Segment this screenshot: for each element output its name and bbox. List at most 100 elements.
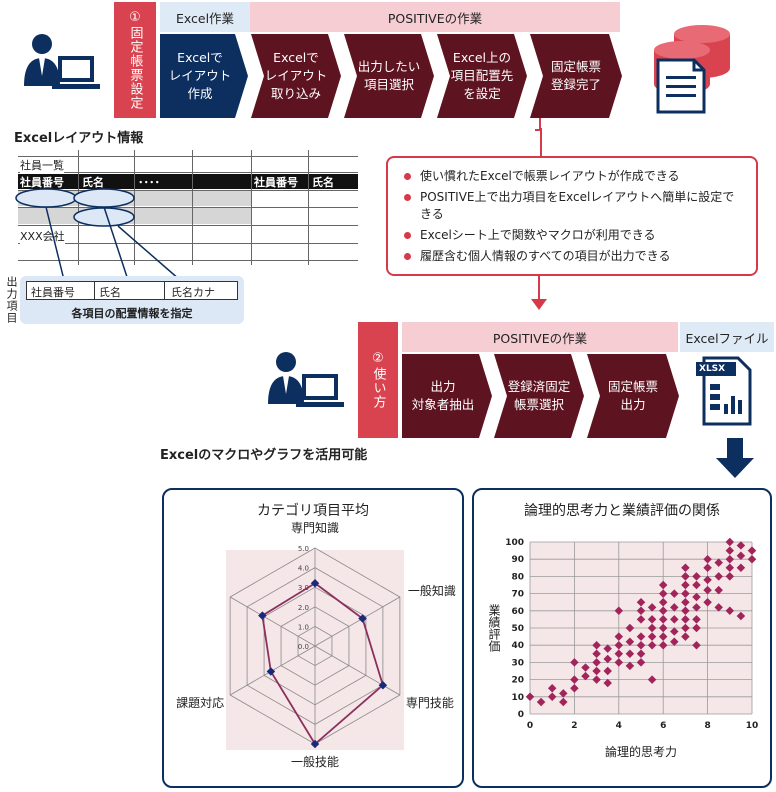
usage-step-label-box: ②使い方 [358, 322, 398, 438]
scatter-point [658, 632, 668, 641]
scatter-point [647, 640, 657, 650]
scatter-point [725, 554, 735, 564]
xlsx-label: XLSX [699, 364, 726, 374]
scatter-point [681, 572, 690, 581]
setup-step-label: ①固定帳票設定 [127, 10, 143, 110]
positive-work-header-2-label: POSITIVEの作業 [492, 330, 588, 346]
scatter-point [703, 575, 712, 585]
radar-tick-label: 0.0 [298, 643, 309, 651]
grid-header-dots: ････ [138, 176, 160, 189]
scatter-point [570, 658, 579, 667]
scatter-xtick-label: 6 [660, 721, 666, 731]
bottom-step-2-label: 登録済固定 帳票選択 [507, 379, 571, 412]
user-at-computer-icon [24, 34, 100, 89]
top-step-3: 出力したい 項目選択 [344, 34, 434, 118]
scatter-point [647, 623, 657, 633]
radar-tick-label: 5.0 [298, 545, 309, 553]
top-step-5: 固定帳票 登録完了 [530, 34, 622, 118]
top-step-4: Excel上の 項目配置先 を設定 [437, 34, 527, 118]
radar-axis-label: 課題対応 [176, 695, 224, 710]
scatter-point [603, 678, 612, 688]
radar-tick-label: 2.0 [298, 604, 309, 612]
scatter-point [581, 671, 590, 681]
excel-file-header-label: Excelファイル [685, 330, 769, 346]
scatter-point [625, 637, 635, 647]
scatter-point [658, 606, 668, 616]
top-step-4-label: Excel上の 項目配置先 を設定 [450, 50, 514, 101]
scatter-point [592, 675, 601, 684]
scatter-point [703, 597, 712, 607]
scatter-ytick-label: 0 [518, 710, 524, 720]
radar-point [310, 579, 320, 588]
radar-point [258, 611, 267, 620]
arrow-down-icon [531, 299, 547, 310]
scatter-point [681, 589, 690, 598]
database-document-icon [654, 25, 730, 114]
top-step-2: Excelで レイアウト 取り込み [251, 34, 341, 118]
positive-work-header-2: POSITIVEの作業 [402, 322, 678, 352]
radar-tick-label: 4.0 [298, 565, 309, 573]
scatter-point [658, 615, 668, 624]
scatter-point [658, 640, 668, 650]
scatter-point [736, 563, 746, 573]
field-cell-name: 氏名 [95, 282, 165, 299]
scatter-point [547, 692, 557, 702]
scatter-point [647, 675, 657, 684]
scatter-ytick-label: 10 [511, 693, 524, 703]
scatter-point [725, 546, 735, 555]
scatter-point [559, 697, 568, 707]
scatter-point [647, 603, 657, 612]
bottom-step-2: 登録済固定 帳票選択 [494, 354, 584, 438]
scatter-ytick-label: 90 [511, 555, 524, 565]
feature-item-4: 履歴含む個人情報のすべての項目が出力できる [402, 248, 744, 265]
bottom-step-1-label: 出力 対象者抽出 [411, 379, 475, 412]
radar-point [378, 680, 388, 690]
feature-item-2: POSITIVE上で出力項目をExcelレイアウトへ簡単に設定できる [402, 189, 744, 223]
scatter-point [703, 585, 712, 595]
scatter-xtick-label: 2 [571, 721, 577, 731]
scatter-point [614, 649, 624, 659]
scatter-ylabel: 業績評価 [487, 604, 501, 652]
scatter-point [570, 683, 579, 693]
radar-spoke [229, 596, 316, 647]
scatter-point [559, 689, 568, 698]
features-box: 使い慣れたExcelで帳票レイアウトが作成できる POSITIVE上で出力項目を… [386, 156, 758, 276]
excel-layout-title: Excelレイアウト情報 [14, 131, 144, 146]
grid-header-name-2: 氏名 [312, 176, 334, 189]
scatter-ytick-label: 80 [511, 572, 524, 582]
grid-header-emp-no: 社員番号 [20, 176, 64, 189]
usage-step-label: ②使い方 [370, 351, 386, 409]
scatter-ytick-label: 70 [511, 590, 524, 600]
scatter-point [614, 658, 624, 667]
connector-line-down [538, 276, 540, 302]
output-fields-table: 社員番号 氏名 氏名カナ [26, 281, 238, 300]
connector-line-h [540, 128, 542, 156]
scatter-point [625, 623, 635, 633]
scatter-point [681, 597, 690, 607]
user-at-computer-icon-2 [268, 352, 344, 407]
feature-item-1: 使い慣れたExcelで帳票レイアウトが作成できる [402, 168, 744, 185]
field-cell-name-kana: 氏名カナ [171, 286, 215, 299]
header-row [18, 174, 358, 189]
scatter-point [658, 589, 668, 598]
radar-tick-label: 1.0 [298, 623, 309, 631]
scatter-point [625, 661, 635, 671]
scatter-point [647, 615, 657, 624]
scatter-xtick-label: 0 [527, 721, 533, 731]
scatter-xtick-label: 8 [704, 721, 710, 731]
scatter-point [681, 606, 690, 616]
scatter-xtick-label: 10 [746, 721, 759, 731]
scatter-point [614, 640, 624, 650]
scatter-point [703, 563, 712, 573]
field-cell-emp-no: 社員番号 [27, 282, 95, 299]
scatter-point [636, 632, 646, 641]
scatter-point [681, 563, 690, 573]
big-arrow-down-icon [716, 438, 754, 478]
radar-chart-title: カテゴリ項目平均 [257, 503, 369, 519]
scatter-point [681, 623, 690, 633]
output-fields-side-label-text: 出力項目 [5, 276, 18, 324]
